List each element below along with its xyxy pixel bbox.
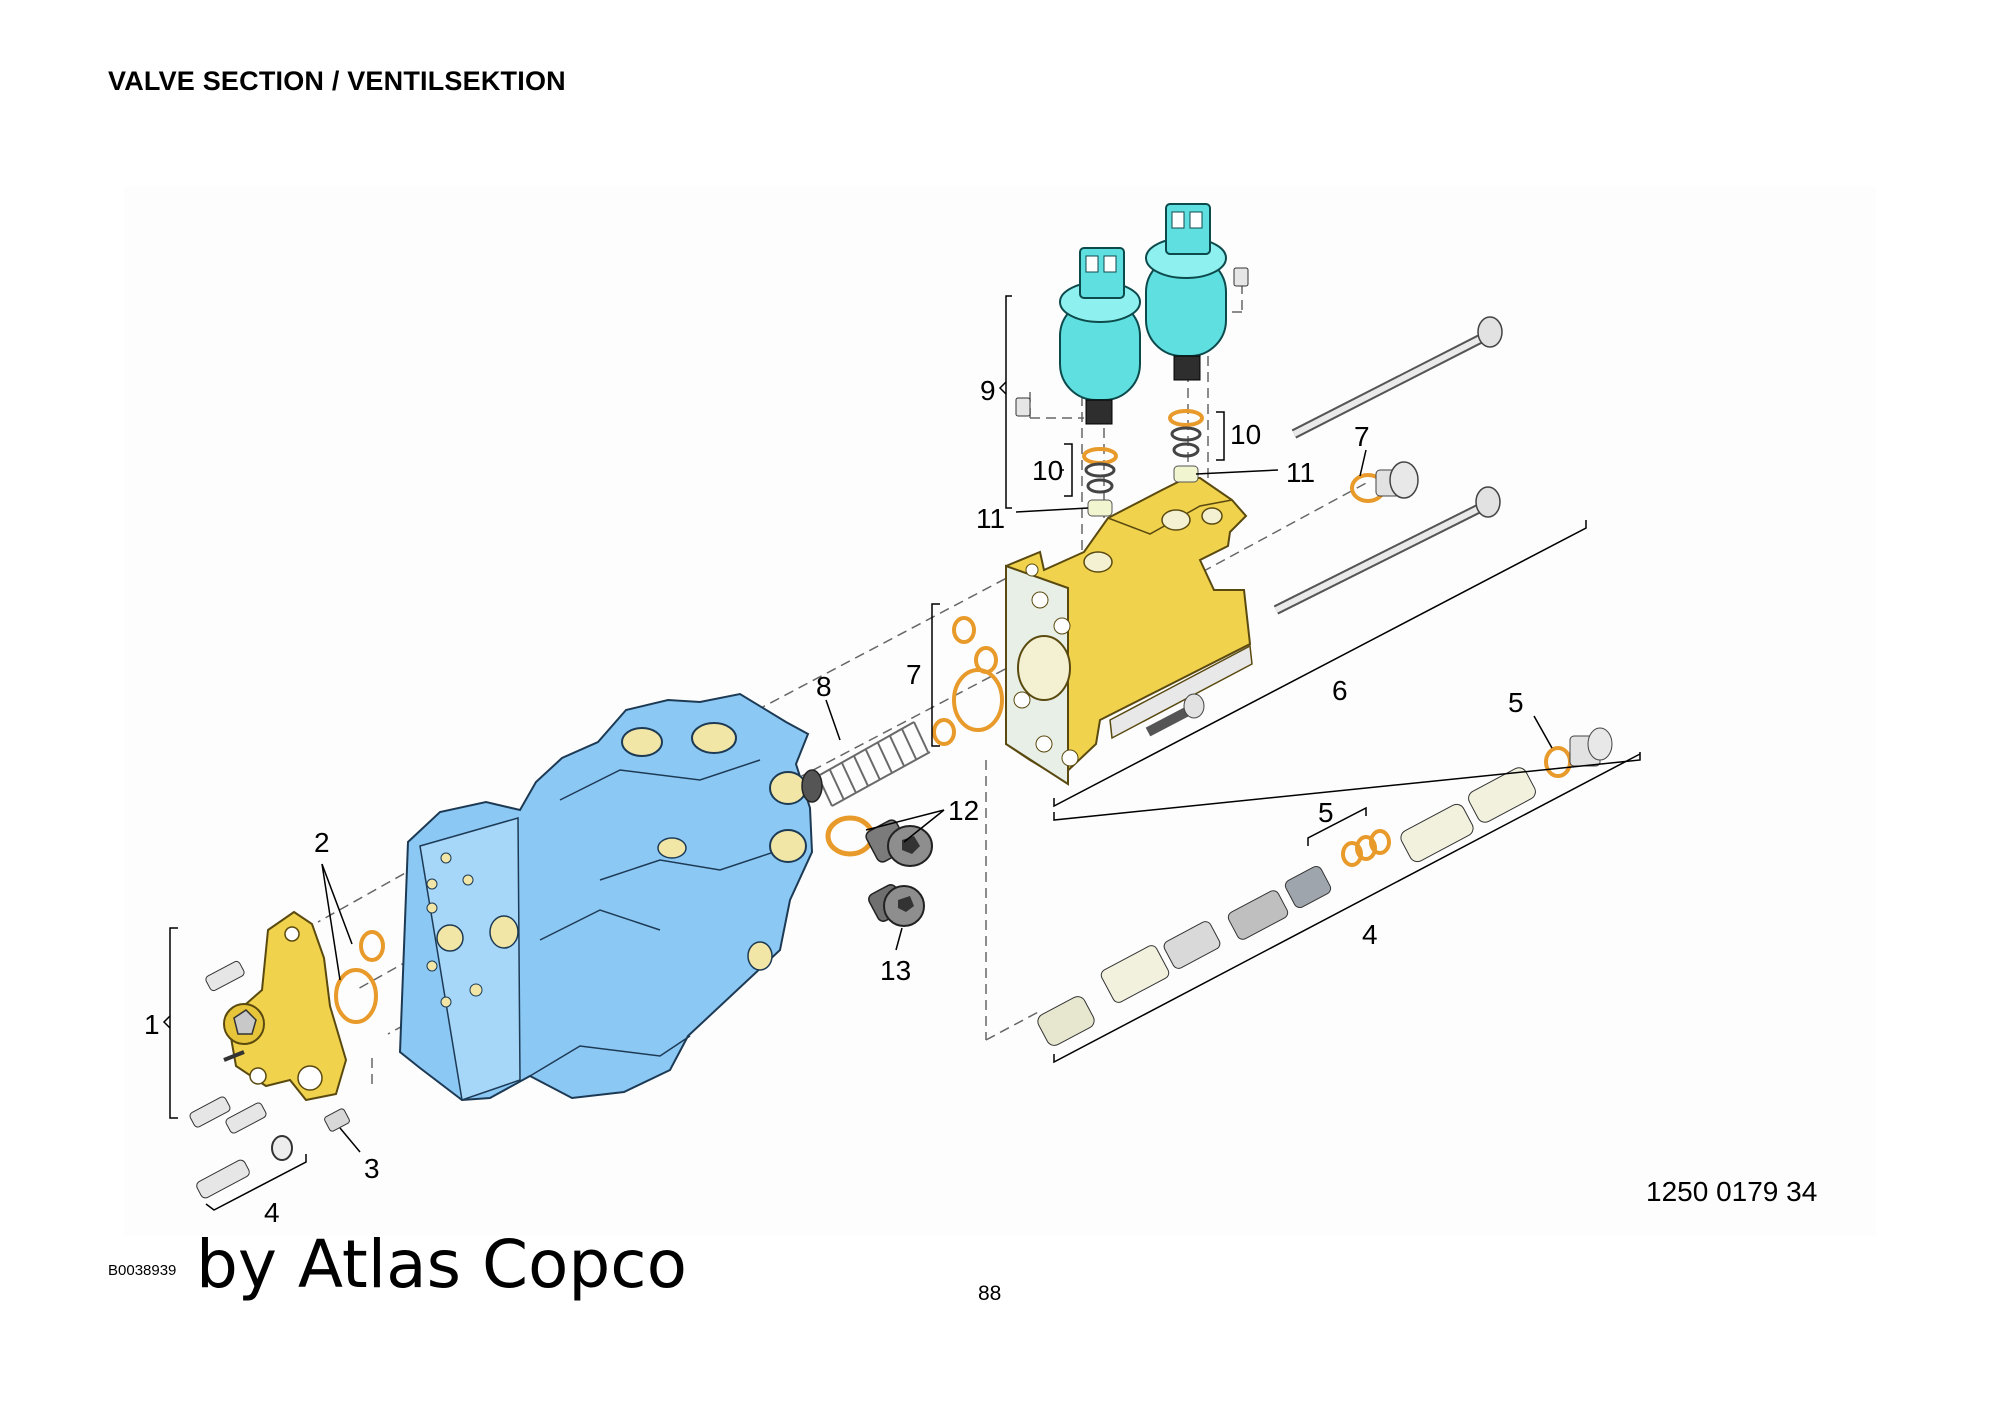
end-cover-6 xyxy=(1005,477,1253,786)
callout-5-plug: 5 xyxy=(1508,687,1524,718)
callout-3: 3 xyxy=(364,1153,380,1184)
spring-seat xyxy=(801,769,823,803)
left-small-parts xyxy=(189,267,1249,1199)
solenoid-seals xyxy=(1082,409,1204,517)
page-number: 88 xyxy=(978,1282,1002,1305)
valve-body xyxy=(398,692,814,1102)
plug-7 xyxy=(1350,461,1419,503)
callout-13: 13 xyxy=(880,955,911,986)
callout-11-right: 11 xyxy=(1286,457,1315,488)
callout-7-seals: 7 xyxy=(906,659,922,690)
callout-11-left: 11 xyxy=(976,503,1005,534)
part-number: 1250 0179 34 xyxy=(1646,1176,1818,1207)
brand-caption: by Atlas Copco xyxy=(196,1226,687,1303)
tie-bolts xyxy=(1145,316,1503,737)
brackets-and-leaders xyxy=(162,295,1641,1211)
exploded-view-panel: 1 2 3 4 4 4 5 5 6 7 7 8 9 10 10 11 11 12… xyxy=(124,186,1876,1236)
image-id: B0038939 xyxy=(108,1262,177,1279)
callout-10-right: 10 xyxy=(1230,419,1261,450)
callout-9: 9 xyxy=(980,375,996,406)
callout-10-left: 10 xyxy=(1032,455,1063,486)
solenoid-right xyxy=(1145,203,1227,381)
callout-4-spool: 4 xyxy=(1362,919,1378,950)
callout-7-plug: 7 xyxy=(1354,421,1370,452)
end-cover-seals-7 xyxy=(932,616,1004,746)
plug-13 xyxy=(868,884,925,927)
end-cover-1 xyxy=(223,910,348,1102)
spool-assembly xyxy=(1037,727,1613,1046)
callout-5-spool: 5 xyxy=(1318,797,1334,828)
callout-12: 12 xyxy=(948,795,979,826)
plug-12 xyxy=(825,815,933,867)
exploded-view-diagram: 1 2 3 4 4 4 5 5 6 7 7 8 9 10 10 11 11 12… xyxy=(144,203,1641,1228)
page-title: VALVE SECTION / VENTILSEKTION xyxy=(108,66,566,96)
callout-6: 6 xyxy=(1332,675,1348,706)
callout-8: 8 xyxy=(816,671,832,702)
callout-labels: 1 2 3 4 4 4 5 5 6 7 7 8 9 10 10 11 11 12… xyxy=(144,375,1524,1228)
spring-8 xyxy=(817,721,931,807)
callout-2: 2 xyxy=(314,827,330,858)
callout-1: 1 xyxy=(144,1009,160,1040)
callout-4-left: 4 xyxy=(264,1197,280,1228)
solenoid-left xyxy=(1059,247,1141,425)
